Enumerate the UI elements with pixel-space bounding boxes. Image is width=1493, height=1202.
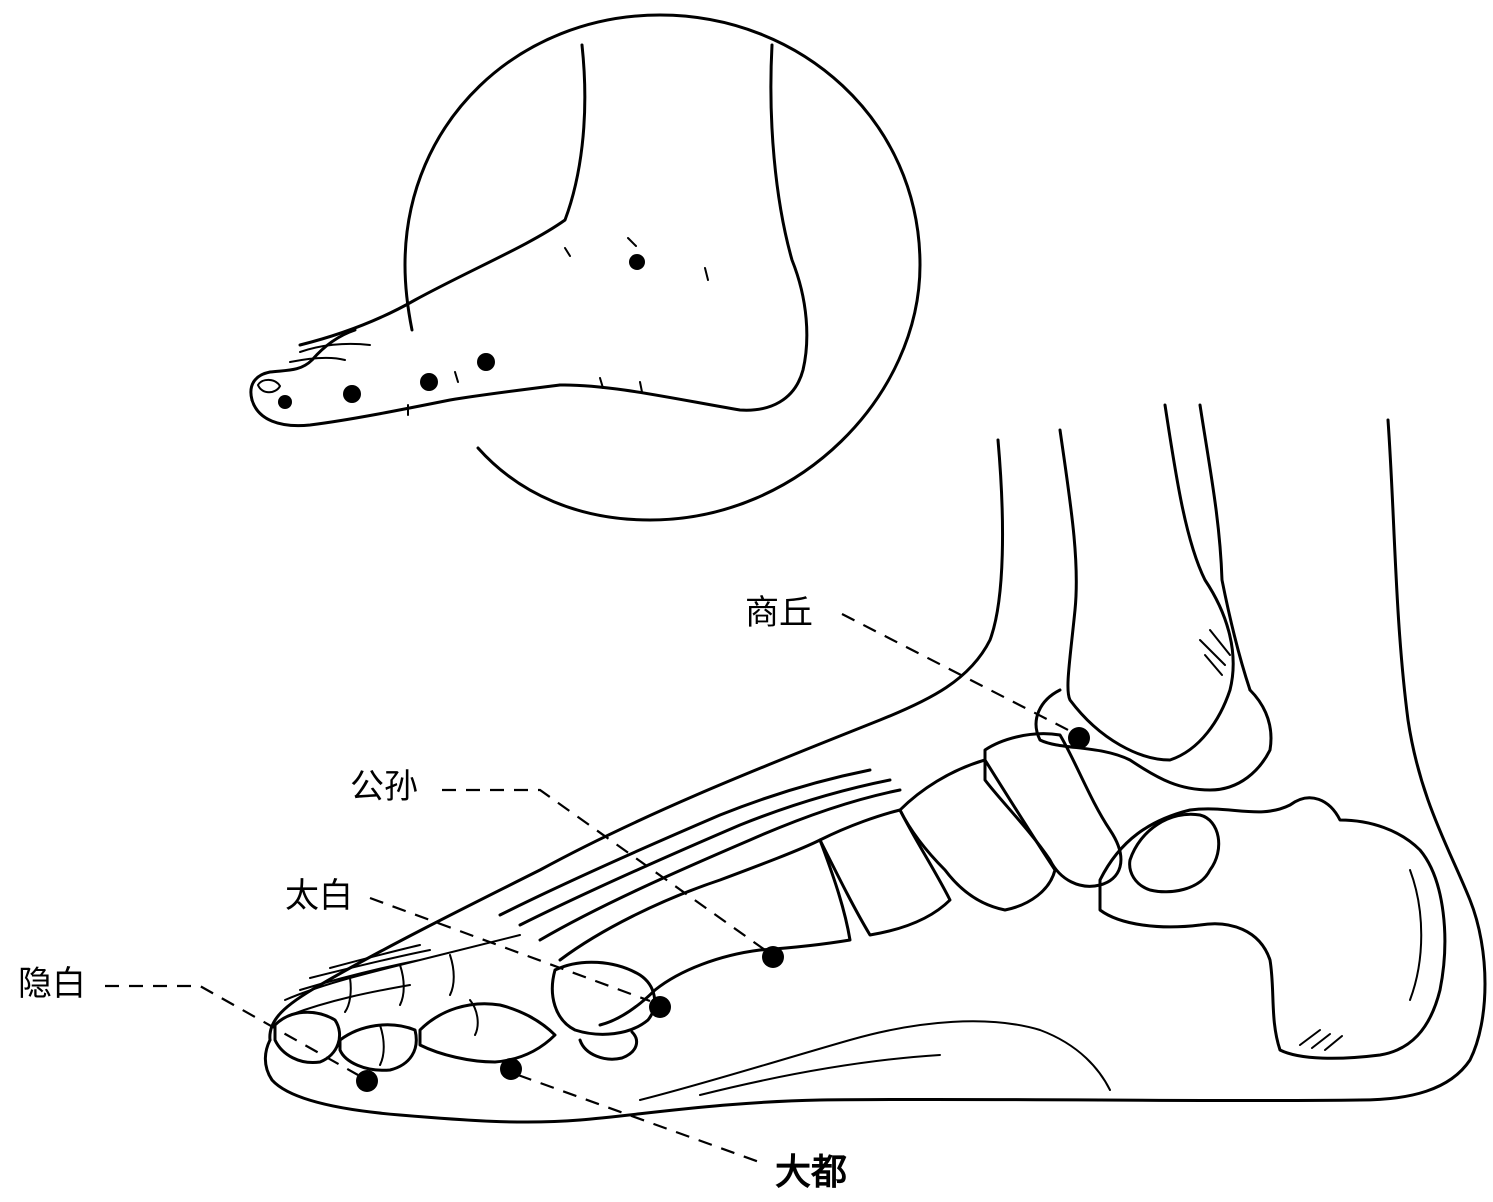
- sesamoid: [580, 1032, 637, 1059]
- inset-toe-crease: [290, 344, 370, 362]
- inset-sole: [252, 385, 560, 426]
- cuneiform-2: [820, 810, 950, 935]
- point-taibai: [649, 996, 671, 1018]
- navicular-bone: [985, 734, 1121, 887]
- inset-point-5: [477, 353, 495, 371]
- inset-point-1: [278, 395, 292, 409]
- inset-toenail: [258, 380, 280, 392]
- label-taibai: 太白: [285, 876, 353, 916]
- leg-back-outline: [580, 420, 1485, 1120]
- calcaneus-inner: [1300, 870, 1421, 1050]
- main-foot-view: [105, 405, 1485, 1163]
- cuneiform-1: [900, 760, 1055, 910]
- leader-taibai: [370, 898, 650, 1001]
- toe-distal: [275, 1012, 340, 1062]
- point-yinbai: [356, 1070, 378, 1092]
- inset-circle: [405, 15, 920, 520]
- inset-point-3: [343, 385, 361, 403]
- inset-ticks: [408, 238, 708, 415]
- calcaneus-bone: [1100, 798, 1445, 1059]
- toe-phalanx-2: [340, 1025, 416, 1070]
- point-shangqiu: [1068, 727, 1090, 749]
- inset-foot-view: [251, 15, 920, 520]
- leader-shangqiu: [842, 614, 1074, 733]
- fibula-hatching: [1200, 630, 1230, 675]
- label-shangqiu: 商丘: [745, 593, 813, 633]
- leg-front-outline: [270, 440, 1003, 1040]
- inset-big-toe: [251, 330, 355, 400]
- label-dadu: 大都: [775, 1152, 847, 1193]
- toe-phalanx-1: [420, 1004, 555, 1062]
- inset-leg-back: [560, 45, 807, 410]
- arch-line-2: [700, 1055, 940, 1095]
- sustentaculum: [1130, 814, 1219, 892]
- inset-point-4: [420, 373, 438, 391]
- label-yinbai: 隐白: [18, 964, 86, 1004]
- leader-gongsun: [442, 790, 765, 950]
- inset-leg-front: [300, 45, 585, 345]
- inset-point-ankle: [629, 254, 645, 270]
- point-dadu: [500, 1058, 522, 1080]
- label-gongsun: 公孙: [350, 767, 418, 807]
